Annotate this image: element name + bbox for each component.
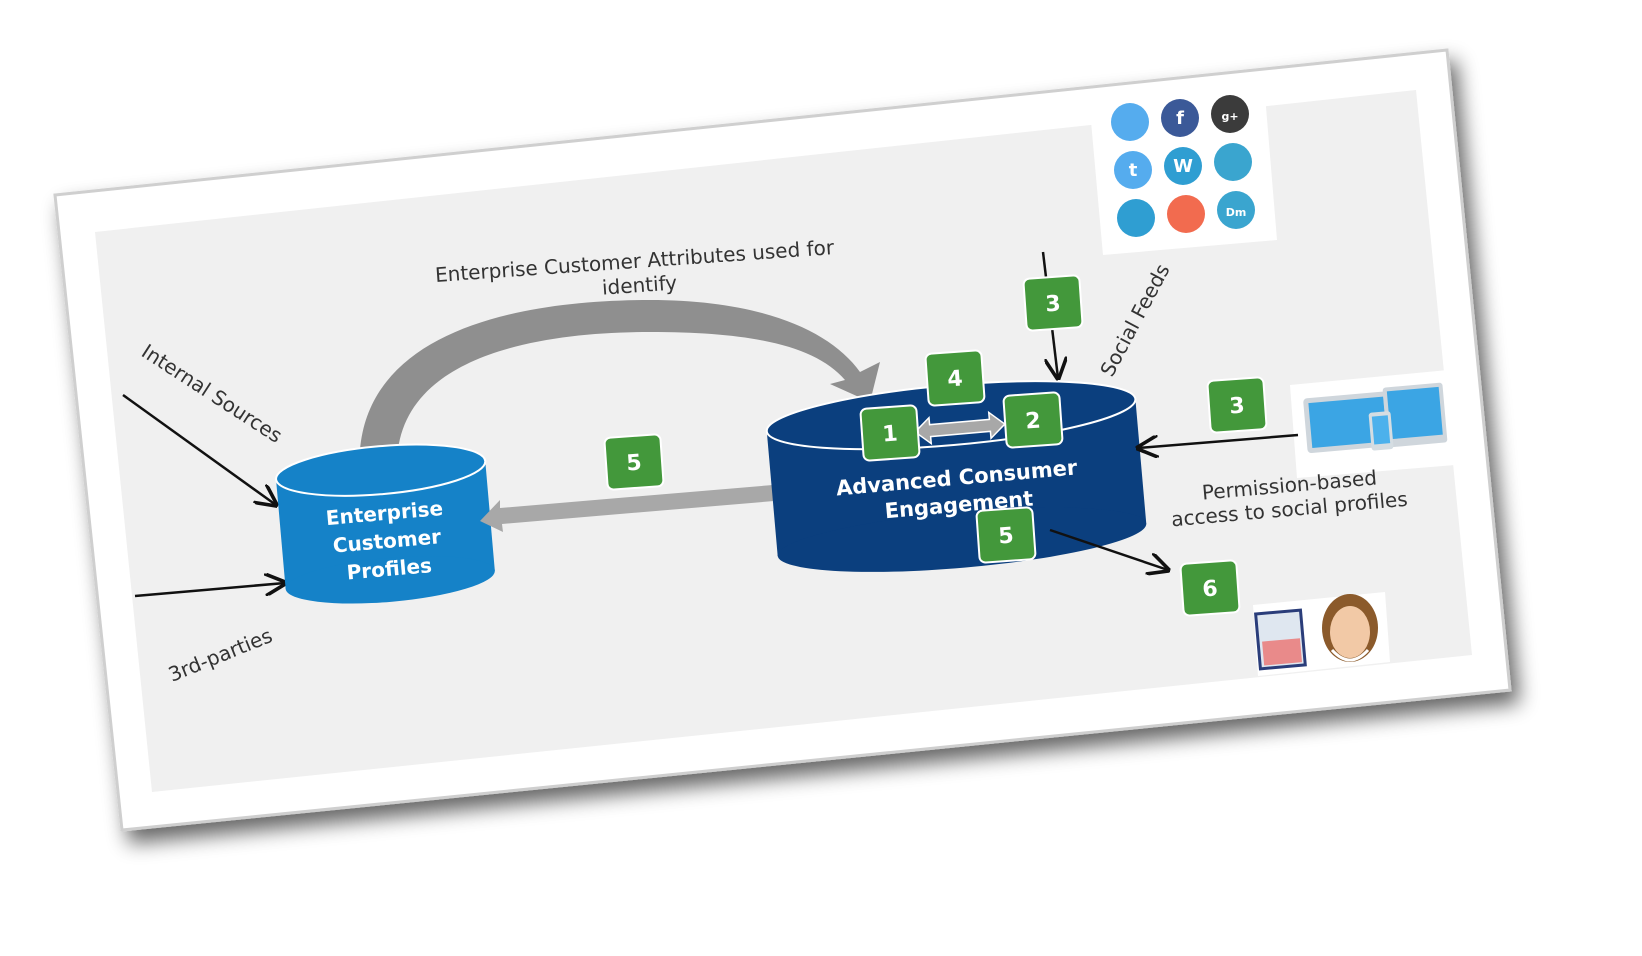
google-plus-icon (1211, 95, 1249, 133)
agent-arrow (1049, 528, 1168, 570)
badge-5-output-number: 5 (998, 523, 1015, 549)
wordpress-icon (1164, 147, 1202, 185)
enterprise-customer-profiles-db[interactable]: Enterprise Customer Profiles (274, 437, 497, 611)
dm-icon-glyph: Dm (1226, 206, 1247, 219)
badge-4-number: 4 (947, 366, 964, 392)
badge-5-output: 5 (975, 506, 1037, 564)
badge-2: 2 (1002, 391, 1064, 449)
social-icons-panel: f g+ t W Dm (1090, 95, 1277, 255)
badge-6-number: 6 (1202, 576, 1219, 602)
badge-6: 6 (1179, 559, 1241, 617)
twitter-icon (1111, 103, 1149, 141)
badge-3-permission-number: 3 (1229, 393, 1246, 419)
permission-arrow (1138, 433, 1299, 448)
facebook-icon (1161, 99, 1199, 137)
tumblr-icon-glyph: t (1129, 160, 1138, 181)
badge-3-permission: 3 (1206, 376, 1268, 434)
badge-2-number: 2 (1025, 408, 1042, 434)
badge-3-social-feeds-number: 3 (1045, 291, 1062, 317)
badge-5-sync: 5 (603, 433, 665, 491)
badge-1-number: 1 (882, 421, 899, 447)
dm-icon (1217, 191, 1255, 229)
network-icon (1167, 195, 1205, 233)
badge-3-social-feeds: 3 (1022, 274, 1084, 332)
agent-image (1253, 592, 1390, 676)
third-parties-arrow (134, 583, 285, 598)
badge-1: 1 (859, 404, 921, 462)
devices-image (1290, 370, 1455, 478)
identity-curved-arrow (360, 300, 880, 450)
sync-back-arrow (480, 484, 786, 532)
google-plus-icon-glyph: g+ (1221, 110, 1238, 123)
feather-icon (1117, 199, 1155, 237)
facebook-icon-glyph: f (1176, 108, 1184, 129)
badge-4: 4 (924, 349, 986, 407)
instagram-icon (1214, 143, 1252, 181)
badge-5-sync-number: 5 (626, 450, 643, 476)
wordpress-icon-glyph: W (1173, 156, 1193, 177)
tumblr-icon (1114, 151, 1152, 189)
identity-arrow-label-line2: identify (601, 270, 678, 299)
internal-sources-arrow (122, 393, 276, 505)
